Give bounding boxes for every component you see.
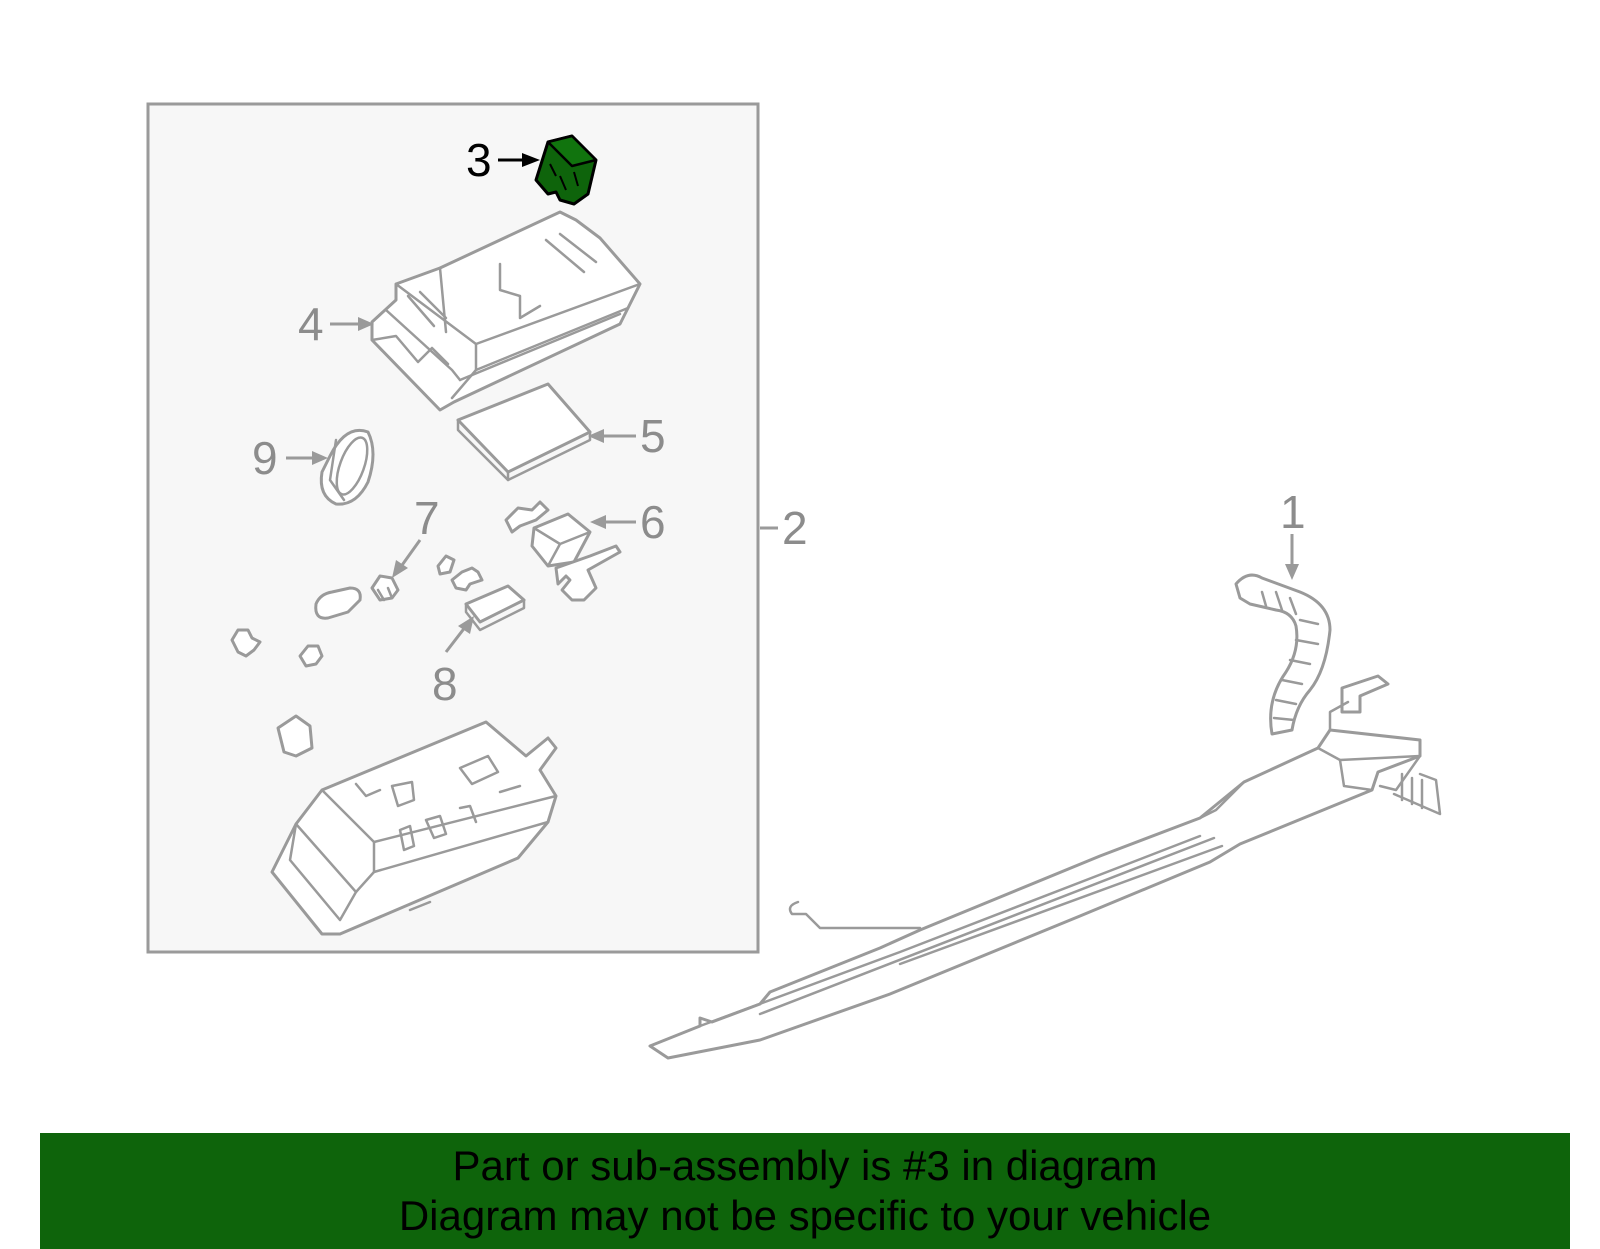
callout-8: 8 xyxy=(432,658,458,710)
part-1-harness[interactable] xyxy=(648,573,1442,1060)
callout-labels: 3 4 5 9 7 6 2 8 1 xyxy=(252,134,1306,710)
part-5-pad[interactable] xyxy=(456,382,592,482)
callout-7: 7 xyxy=(414,492,440,544)
part-9-grommet[interactable] xyxy=(319,429,375,506)
callout-6: 6 xyxy=(640,496,666,548)
info-banner: Part or sub-assembly is #3 in diagram Di… xyxy=(40,1133,1570,1249)
small-fuses xyxy=(230,554,484,668)
banner-line-2: Diagram may not be specific to your vehi… xyxy=(398,1192,1212,1239)
callout-1: 1 xyxy=(1280,486,1306,538)
callout-4: 4 xyxy=(298,298,324,350)
part-3-highlighted[interactable] xyxy=(534,134,598,206)
callout-5: 5 xyxy=(640,410,666,462)
leader-lines xyxy=(286,153,1299,653)
callout-3: 3 xyxy=(466,134,492,186)
fuse-block-base xyxy=(270,714,558,936)
part-7-fuse[interactable] xyxy=(370,574,400,602)
part-4-fuse-cover[interactable] xyxy=(370,210,642,412)
callout-9: 9 xyxy=(252,432,278,484)
part-8-relay[interactable] xyxy=(464,584,526,632)
part-6-relay[interactable] xyxy=(504,500,622,602)
banner-line-1: Part or sub-assembly is #3 in diagram xyxy=(452,1142,1158,1189)
callout-2: 2 xyxy=(782,502,808,554)
